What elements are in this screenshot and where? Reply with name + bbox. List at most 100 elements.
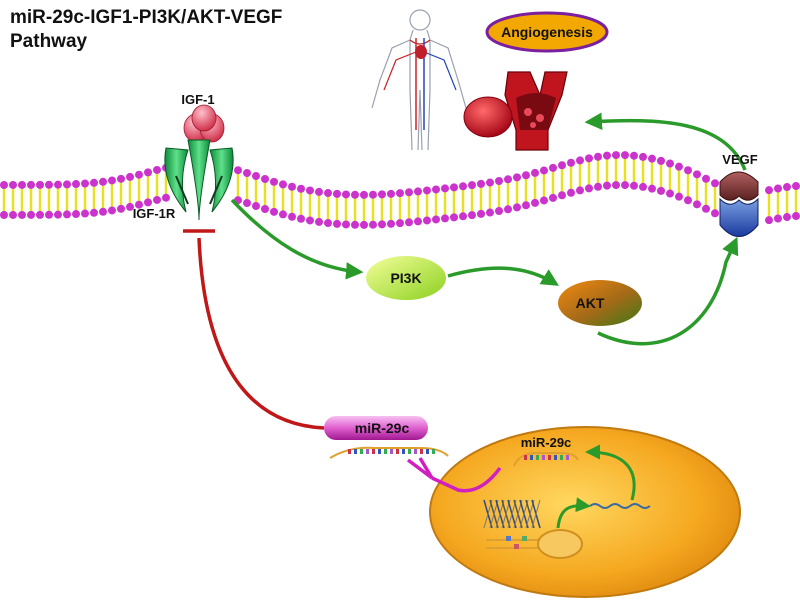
lipid-head [270, 207, 278, 216]
lipid-head [621, 181, 629, 190]
lipid-head [0, 210, 8, 219]
lipid-head [702, 174, 710, 183]
cell-membrane [0, 151, 800, 229]
lipid-head [90, 208, 98, 217]
lipid-head [378, 190, 386, 199]
lipid-head [351, 190, 359, 199]
lipid-head [9, 180, 17, 189]
lipid-head [783, 183, 791, 192]
lipid-head [486, 178, 494, 187]
lipid-head [387, 219, 395, 228]
lipid-head [270, 177, 278, 186]
nucleotide-tick [548, 455, 551, 460]
lipid-head [423, 186, 431, 195]
nucleotide-tick [402, 449, 405, 454]
lipid-head [63, 210, 71, 219]
lipid-head [369, 220, 377, 229]
pi3k-node[interactable] [366, 256, 446, 300]
lipid-head [639, 182, 647, 191]
title-line-2: Pathway [10, 31, 88, 52]
lipid-head [315, 217, 323, 226]
lipid-head [765, 216, 773, 225]
lipid-head [153, 195, 161, 204]
lipid-head [108, 206, 116, 215]
lipid-head [522, 171, 530, 180]
lipid-head [468, 181, 476, 190]
human-circulatory-system-icon [371, 9, 467, 151]
lipid-head [432, 215, 440, 224]
pre-mirna-strand-icon [589, 503, 651, 509]
nucleotide-tick [536, 455, 539, 460]
nucleotide-tick [566, 455, 569, 460]
lipid-head [369, 190, 377, 199]
lipid-head [27, 210, 35, 219]
lipid-head [360, 190, 368, 199]
lipid-head [549, 193, 557, 202]
lipid-head [648, 184, 656, 193]
lipid-head [117, 204, 125, 213]
nucleotide-tick [432, 449, 435, 454]
lipid-head [90, 178, 98, 187]
lipid-head [540, 166, 548, 175]
nucleotide-tick [414, 449, 417, 454]
arrow-igf1r-to-pi3k [230, 198, 364, 280]
lipid-head [387, 189, 395, 198]
vegf-receptor[interactable] [719, 171, 759, 237]
lipid-head [72, 180, 80, 189]
lipid-head [144, 198, 152, 207]
lipid-head [657, 186, 665, 195]
lipid-head [522, 201, 530, 210]
nucleotide-tick [390, 449, 393, 454]
nucleotide-tick [354, 449, 357, 454]
lipid-head [468, 211, 476, 220]
lipid-head [126, 202, 134, 211]
lipid-head [54, 210, 62, 219]
vegf-label: VEGF [722, 152, 757, 167]
lipid-head [765, 186, 773, 195]
lipid-head [774, 214, 782, 223]
nucleotide-tick [530, 455, 533, 460]
lipid-head [333, 189, 341, 198]
lipid-head [693, 170, 701, 179]
nucleotide-tick [524, 455, 527, 460]
mir29c-nucleus-label: miR-29c [521, 435, 572, 450]
lipid-head [333, 219, 341, 228]
lipid-head [252, 202, 260, 211]
lipid-head [585, 154, 593, 163]
lipid-head [603, 151, 611, 160]
lipid-head [621, 151, 629, 160]
mir29c-node[interactable] [324, 416, 428, 440]
red-blood-cell-icon [463, 96, 513, 138]
lipid-head [459, 212, 467, 221]
lipid-head [459, 182, 467, 191]
angiogenesis-node[interactable] [485, 11, 609, 53]
arrow-pi3k-to-akt [447, 266, 559, 286]
arrow-vegf-to-angiogenesis [584, 112, 747, 171]
lipid-head [558, 191, 566, 200]
lipid-head [261, 204, 269, 213]
lipid-head [684, 166, 692, 175]
lipid-head [288, 212, 296, 221]
blood-vessel-icon [504, 71, 568, 151]
lipid-head [594, 152, 602, 161]
lipid-head [99, 177, 107, 186]
nucleus [429, 426, 741, 598]
lipid-head [441, 184, 449, 193]
akt-label: AKT [576, 295, 605, 311]
lipid-head [702, 204, 710, 213]
igf1r-receptor[interactable] [164, 139, 234, 221]
nucleotide-tick [542, 455, 545, 460]
lipid-head [279, 210, 287, 219]
igf1-ligand[interactable] [183, 104, 225, 143]
inhibition-mir29c-igf1r [183, 229, 325, 430]
lipid-head [675, 192, 683, 201]
lipid-head [549, 163, 557, 172]
lipid-head [36, 180, 44, 189]
lipid-head [135, 170, 143, 179]
lipid-head [252, 172, 260, 181]
akt-node[interactable] [558, 280, 642, 326]
lipid-head [135, 200, 143, 209]
lipid-head [360, 220, 368, 229]
nucleus-mirna-strand-icon [513, 451, 579, 467]
